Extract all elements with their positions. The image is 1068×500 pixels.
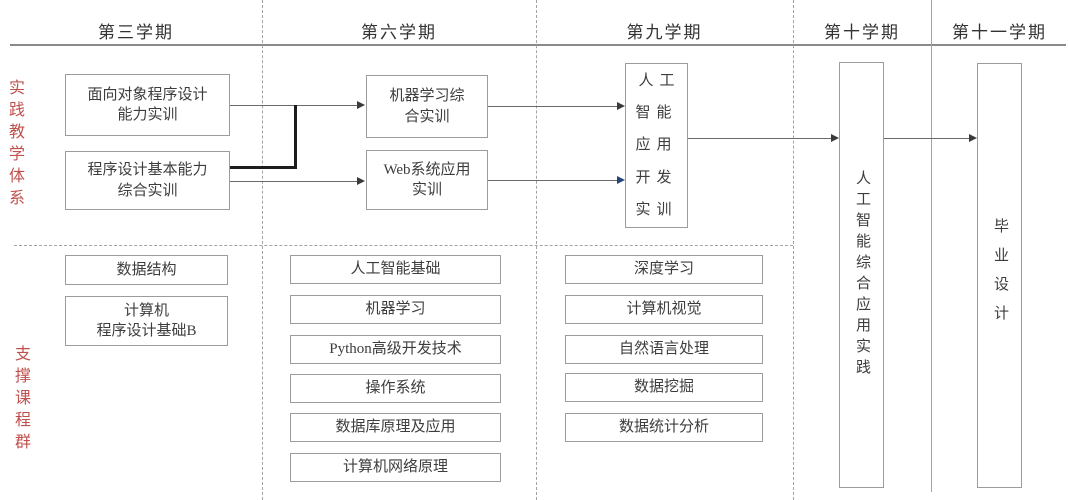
edge-basics-to-ml-horizontal — [230, 166, 297, 169]
box-label: 毕业设计 — [992, 217, 1008, 334]
course-statistical-analysis: 数据统计分析 — [565, 413, 763, 442]
course-nlp: 自然语言处理 — [565, 335, 763, 364]
arrowhead-aidev-bottom — [617, 176, 625, 184]
header-semester-3: 第三学期 — [98, 23, 174, 42]
edge-practice-to-graduation — [884, 138, 970, 139]
arrowhead-web — [357, 177, 365, 185]
course-database-principles: 数据库原理及应用 — [290, 413, 501, 442]
edge-ml-to-aidev — [488, 106, 618, 107]
arrowhead-practice — [831, 134, 839, 142]
divider-sem9-sem10 — [793, 0, 794, 500]
edge-basics-to-ml-vertical — [294, 105, 297, 169]
box-graduation-design: 毕业设计 — [977, 63, 1022, 488]
header-underline — [10, 44, 1066, 46]
box-ml-comprehensive-training: 机器学习综 合实训 — [366, 75, 488, 138]
edge-web-to-aidev — [488, 180, 618, 181]
side-label-practice-system: 实践教学体系 — [6, 79, 23, 211]
box-ai-comprehensive-practice: 人工智能综合应用实践 — [839, 62, 884, 488]
header-semester-11: 第十一学期 — [952, 23, 1047, 42]
box-web-system-training: Web系统应用 实训 — [366, 150, 488, 210]
divider-sem3-sem6 — [262, 0, 263, 500]
arrowhead-ml — [357, 101, 365, 109]
divider-sem6-sem9 — [536, 0, 537, 500]
divider-practice-support — [14, 245, 793, 246]
edge-basics-to-web — [230, 181, 358, 182]
box-label: 人工智能综合应用实践 — [854, 170, 870, 380]
arrowhead-aidev-top — [617, 102, 625, 110]
course-computer-networks: 计算机网络原理 — [290, 453, 501, 482]
box-ai-app-dev-training: 人工 智能 应用 开发 实训 — [625, 63, 688, 228]
header-semester-6: 第六学期 — [361, 23, 437, 42]
edge-aidev-to-practice — [688, 138, 832, 139]
box-programming-basics-training: 程序设计基本能力 综合实训 — [65, 151, 230, 210]
course-machine-learning: 机器学习 — [290, 295, 501, 324]
arrowhead-graduation — [969, 134, 977, 142]
course-computer-vision: 计算机视觉 — [565, 295, 763, 324]
course-data-mining: 数据挖掘 — [565, 373, 763, 402]
header-semester-9: 第九学期 — [626, 23, 703, 42]
side-label-support-courses: 支撑课程群 — [12, 345, 29, 455]
course-data-structures: 数据结构 — [65, 255, 228, 285]
divider-sem10-sem11 — [931, 0, 932, 492]
course-computer-programming-b: 计算机 程序设计基础B — [65, 296, 228, 346]
course-operating-systems: 操作系统 — [290, 374, 501, 403]
course-ai-fundamentals: 人工智能基础 — [290, 255, 501, 284]
header-semester-10: 第十学期 — [824, 23, 900, 42]
box-oop-training: 面向对象程序设计 能力实训 — [65, 74, 230, 136]
course-deep-learning: 深度学习 — [565, 255, 763, 284]
course-python-advanced: Python高级开发技术 — [290, 335, 501, 364]
